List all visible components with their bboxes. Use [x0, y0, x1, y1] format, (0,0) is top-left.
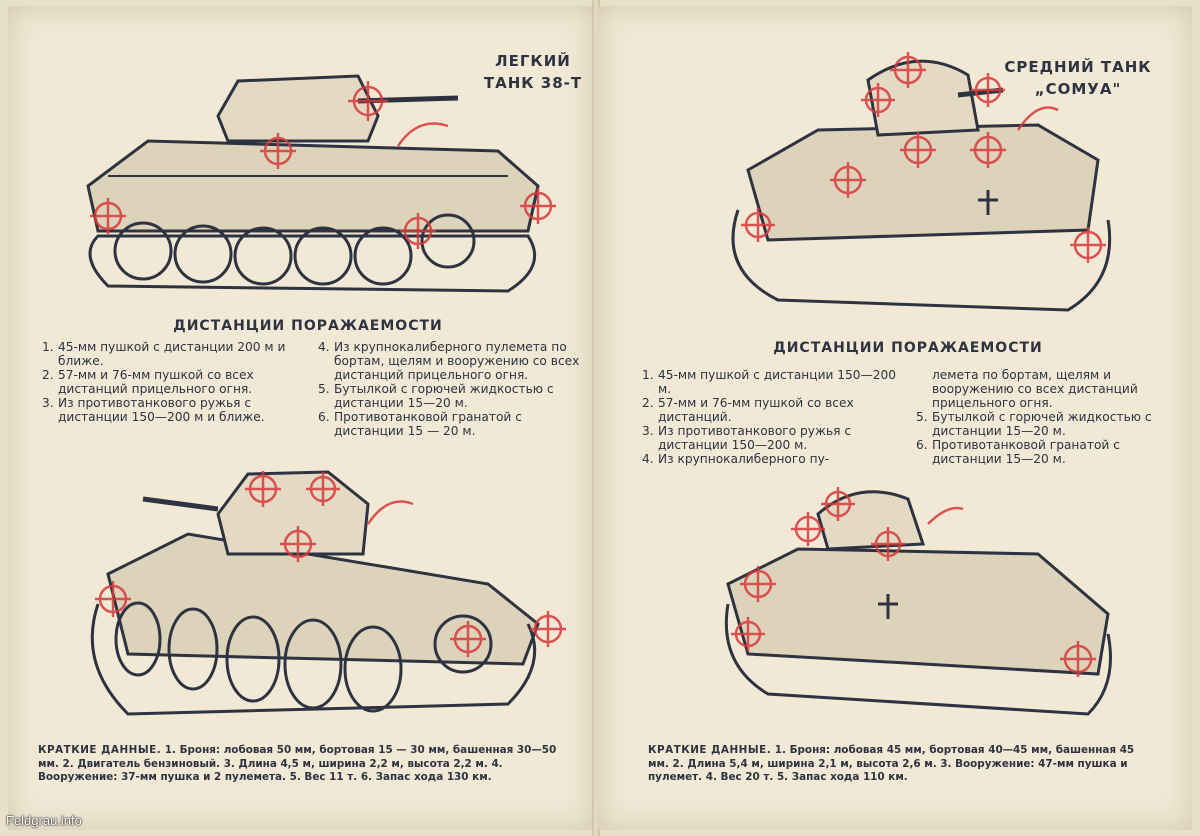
item-number: 6.: [916, 438, 928, 452]
tank-somua-illustration: [731, 52, 1112, 312]
list-item: 2. 57-мм и 76-мм пушкой со всех дистанций…: [642, 396, 904, 424]
left-page-heading: ДИСТАНЦИИ ПОРАЖАЕМОСТИ: [173, 318, 443, 334]
item-text: 57-мм и 76-мм пушкой со всех дистанций п…: [58, 368, 254, 396]
list-item: 5. Бутылкой с горючей жидкостью с дистанц…: [318, 382, 580, 410]
list-item: 4. Из крупнокалиберного пу-: [642, 452, 904, 466]
left-distance-list-col1: 1. 45-мм пушкой с дистанции 200 м и ближе…: [42, 340, 297, 424]
item-text: Противотанковой гранатой с дистанции 15 …: [334, 410, 522, 438]
left-page-title: ЛЕГКИЙ ТАНК 38-Т: [483, 52, 583, 92]
item-number: 4.: [318, 340, 330, 354]
item-number: [916, 368, 932, 410]
summary-label: КРАТКИЕ ДАННЫЕ.: [38, 744, 162, 756]
list-item: 3. Из противотанкового ружья с дистанции …: [42, 396, 297, 424]
list-item: 5. Бутылкой с горючей жидкостью с дистанц…: [916, 410, 1178, 438]
tank-38t-front-illustration: [90, 470, 566, 716]
list-item: 6. Противотанковой гранатой с дистанции 1…: [318, 410, 580, 438]
item-number: 3.: [642, 424, 654, 438]
list-item: 2. 57-мм и 76-мм пушкой со всех дистанций…: [42, 368, 297, 396]
tank-38t-side-illustration: [86, 74, 556, 293]
item-text: Из крупнокалиберного пулемета по бортам,…: [334, 340, 580, 382]
right-page-heading: ДИСТАНЦИИ ПОРАЖАЕМОСТИ: [773, 340, 1043, 356]
left-summary: КРАТКИЕ ДАННЫЕ. 1. Броня: лобовая 50 мм,…: [38, 744, 578, 785]
summary-text: 1. Броня: лобовая 45 мм, бортовая 40—45 …: [648, 744, 1135, 783]
item-text: 45-мм пушкой с дистанции 200 м и ближе.: [58, 340, 286, 368]
left-distance-list-col2: 4. Из крупнокалиберного пулемета по борта…: [318, 340, 580, 438]
right-distance-list-col2: лемета по бортам, щелям и вооружению со …: [916, 368, 1178, 466]
item-number: 3.: [42, 396, 54, 410]
item-number: 1.: [42, 340, 54, 354]
list-item: 1. 45-мм пушкой с дистанции 200 м и ближе…: [42, 340, 297, 368]
item-number: 1.: [642, 368, 654, 382]
item-text: Бутылкой с горючей жидкостью с дистанции…: [932, 410, 1152, 438]
center-fold: [592, 0, 600, 836]
summary-label: КРАТКИЕ ДАННЫЕ.: [648, 744, 772, 756]
left-page: ЛЕГКИЙ ТАНК 38-Т ДИСТАНЦИИ ПОРАЖАЕМОСТИ: [8, 6, 594, 830]
item-text: Бутылкой с горючей жидкостью с дистанции…: [334, 382, 554, 410]
item-number: 4.: [642, 452, 654, 466]
item-number: 6.: [318, 410, 330, 424]
summary-text: 1. Броня: лобовая 50 мм, бортовая 15 — 3…: [38, 744, 557, 783]
item-text: 45-мм пушкой с дистанции 150—200 м.: [658, 368, 896, 396]
tank-somua-front-illustration: [724, 487, 1112, 716]
right-page: СРЕДНИЙ ТАНК „СОМУА" ДИСТАНЦИИ: [598, 6, 1192, 830]
watermark: Feldgrau.info: [6, 813, 82, 828]
item-text: Противотанковой гранатой с дистанции 15—…: [932, 438, 1120, 466]
right-distance-list-col1: 1. 45-мм пушкой с дистанции 150—200 м. 2.…: [642, 368, 904, 466]
list-item: 1. 45-мм пушкой с дистанции 150—200 м.: [642, 368, 904, 396]
item-text: Из крупнокалиберного пу-: [658, 452, 830, 466]
item-number: 5.: [318, 382, 330, 396]
item-number: 2.: [642, 396, 654, 410]
list-item: 6. Противотанковой гранатой с дистанции 1…: [916, 438, 1178, 466]
item-text: Из противотанкового ружья с дистанции 15…: [58, 396, 265, 424]
item-number: 5.: [916, 410, 928, 424]
item-number: 2.: [42, 368, 54, 382]
list-item: 4. Из крупнокалиберного пулемета по борта…: [318, 340, 580, 382]
right-summary: КРАТКИЕ ДАННЫЕ. 1. Броня: лобовая 45 мм,…: [648, 744, 1158, 785]
list-item: 3. Из противотанкового ружья с дистанции …: [642, 424, 904, 452]
list-item: лемета по бортам, щелям и вооружению со …: [916, 368, 1178, 410]
item-text: лемета по бортам, щелям и вооружению со …: [932, 368, 1138, 410]
item-text: Из противотанкового ружья с дистанции 15…: [658, 424, 852, 452]
item-text: 57-мм и 76-мм пушкой со всех дистанций.: [658, 396, 854, 424]
right-page-title: СРЕДНИЙ ТАНК „СОМУА": [1004, 58, 1152, 98]
